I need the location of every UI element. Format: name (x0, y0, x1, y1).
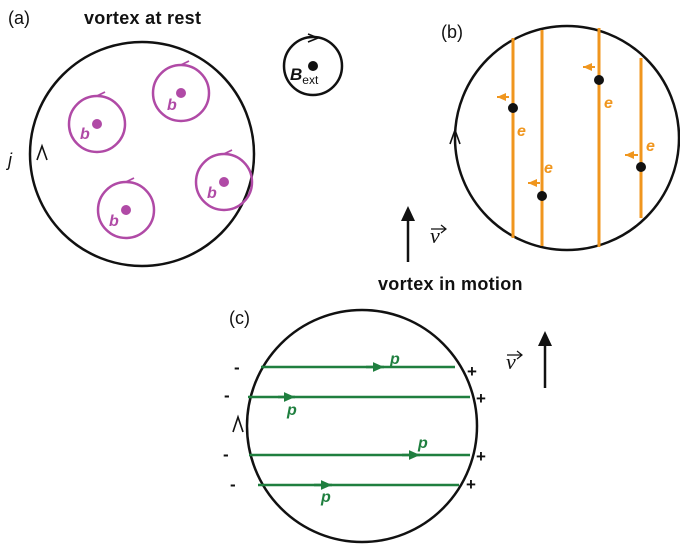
velocity-indicator-c: v (506, 331, 552, 388)
motion-caption: vortex in motion (378, 274, 523, 294)
flux-bubble: b (194, 149, 254, 212)
plus-sign: + (476, 447, 486, 466)
velocity-indicator: v vortex in motion (378, 206, 523, 294)
electron-label: e (544, 160, 553, 177)
vortex-boundary-c (245, 308, 479, 544)
ext-field-label: Bext (290, 65, 319, 87)
vortex-boundary-b (453, 24, 680, 252)
electron-label: e (604, 95, 613, 112)
electron-label: e (517, 123, 526, 140)
electron: e (528, 160, 553, 201)
external-field-loop: Bext (282, 33, 344, 97)
current-label: j (5, 150, 13, 170)
proton-flux-line: p - + (230, 475, 476, 506)
proton-label: p (286, 402, 297, 419)
panel-a: (a) vortex at rest j b b b b (5, 8, 344, 268)
proton-flux-line: p - + (224, 386, 486, 419)
proton-flux-line: p - + (234, 351, 477, 381)
velocity-symbol: v (430, 223, 440, 248)
panel-c-label: (c) (229, 308, 250, 328)
minus-sign: - (223, 445, 229, 464)
plus-sign: + (466, 475, 476, 494)
proton-label: p (320, 489, 331, 506)
velocity-symbol: v (506, 349, 516, 374)
plus-sign: + (476, 389, 486, 408)
panel-b: (b) e e e e (441, 22, 680, 252)
panel-b-label: (b) (441, 22, 463, 42)
minus-sign: - (224, 386, 230, 405)
minus-sign: - (230, 475, 236, 494)
circulation-arrow-icon (232, 414, 244, 433)
proton-label: p (417, 435, 428, 452)
panel-a-label: (a) (8, 8, 30, 28)
proton-label: p (389, 351, 400, 368)
panel-c: (c) p - + p - + p - + p - (223, 308, 552, 544)
circulation-arrow-icon (449, 127, 461, 145)
flux-bubble: b (151, 60, 211, 123)
circulation-arrow-icon (36, 143, 48, 161)
electron-label: e (646, 138, 655, 155)
panel-a-title: vortex at rest (84, 8, 201, 28)
plus-sign: + (467, 362, 477, 381)
proton-flux-line: p - + (223, 435, 486, 466)
electron: e (625, 138, 655, 172)
electron: e (583, 63, 613, 112)
bubble-label: b (167, 97, 177, 114)
vortex-boundary-a (28, 40, 256, 268)
bubble-label: b (207, 185, 217, 202)
bubble-label: b (109, 213, 119, 230)
flux-bubble: b (67, 91, 127, 154)
flux-bubble: b (96, 177, 156, 240)
minus-sign: - (234, 358, 240, 377)
electron: e (497, 93, 526, 140)
bubble-label: b (80, 126, 90, 143)
